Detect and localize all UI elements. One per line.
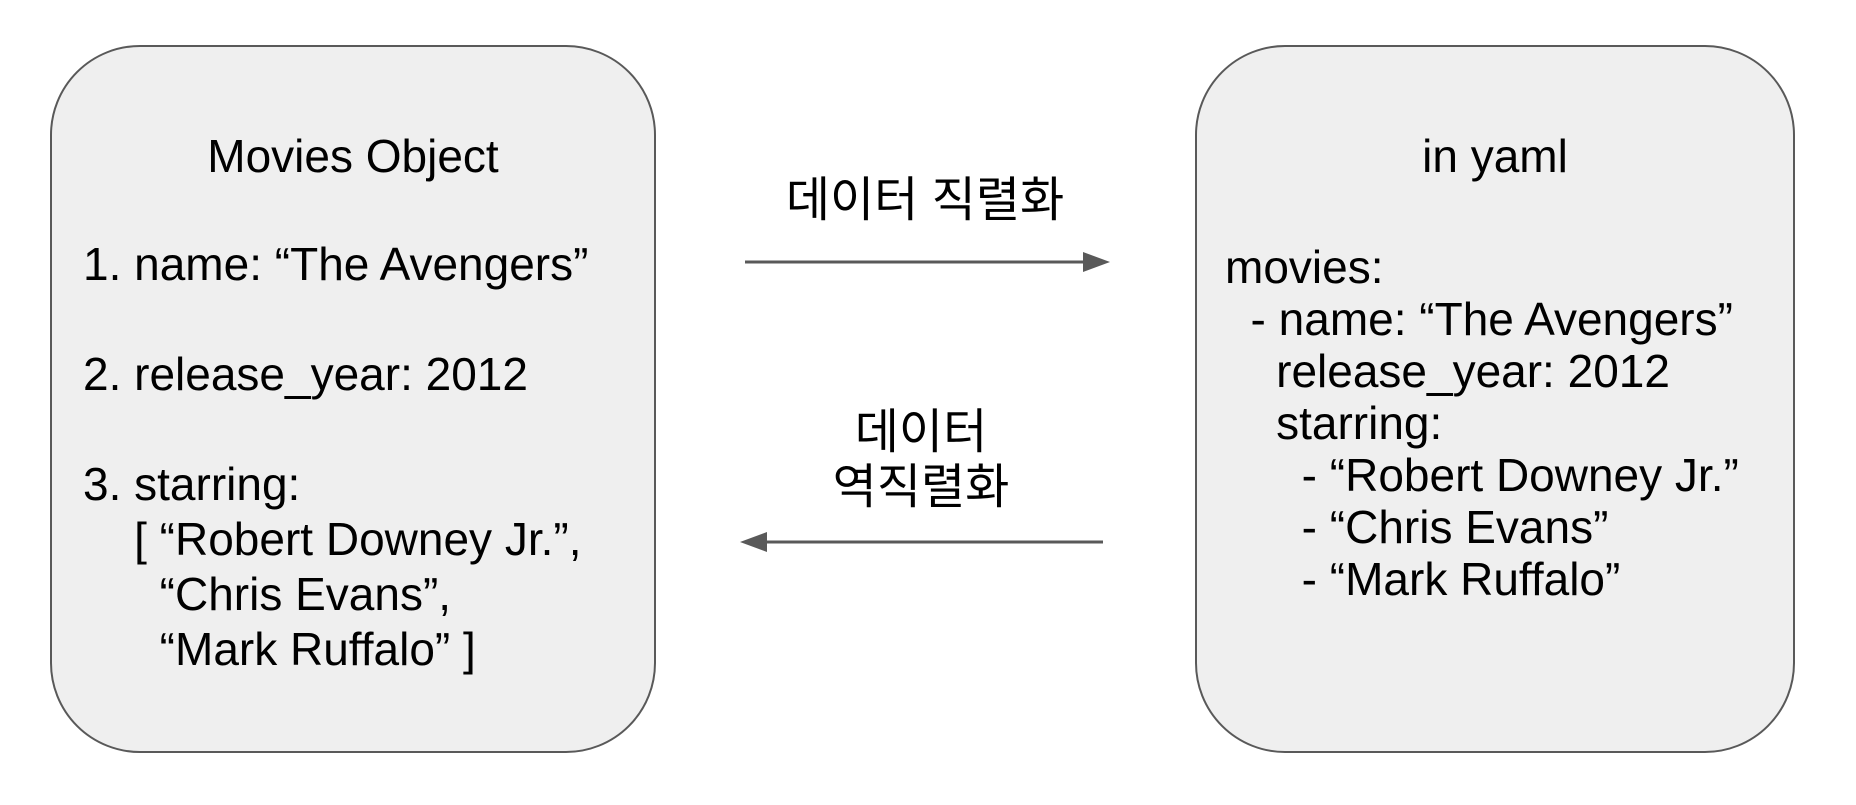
yaml-box-title: in yaml — [1422, 130, 1568, 182]
movies-object-box: Movies Object 1. name: “The Avengers” 2.… — [50, 45, 656, 753]
serialize-arrow — [745, 252, 1110, 272]
movies-object-box-content: 1. name: “The Avengers” 2. release_year:… — [83, 238, 589, 675]
yaml-box-content: movies: - name: “The Avengers” release_y… — [1225, 241, 1739, 605]
yaml-box: in yaml movies: - name: “The Avengers” r… — [1195, 45, 1795, 753]
deserialize-arrow — [740, 532, 1103, 552]
serialize-label: 데이터 직렬화 — [785, 174, 1065, 227]
deserialize-label: 데이터 역직렬화 — [832, 406, 1010, 514]
movies-object-box-title: Movies Object — [207, 130, 499, 182]
serialize-arrowhead-icon — [1083, 252, 1110, 272]
deserialize-arrowhead-icon — [740, 532, 767, 552]
